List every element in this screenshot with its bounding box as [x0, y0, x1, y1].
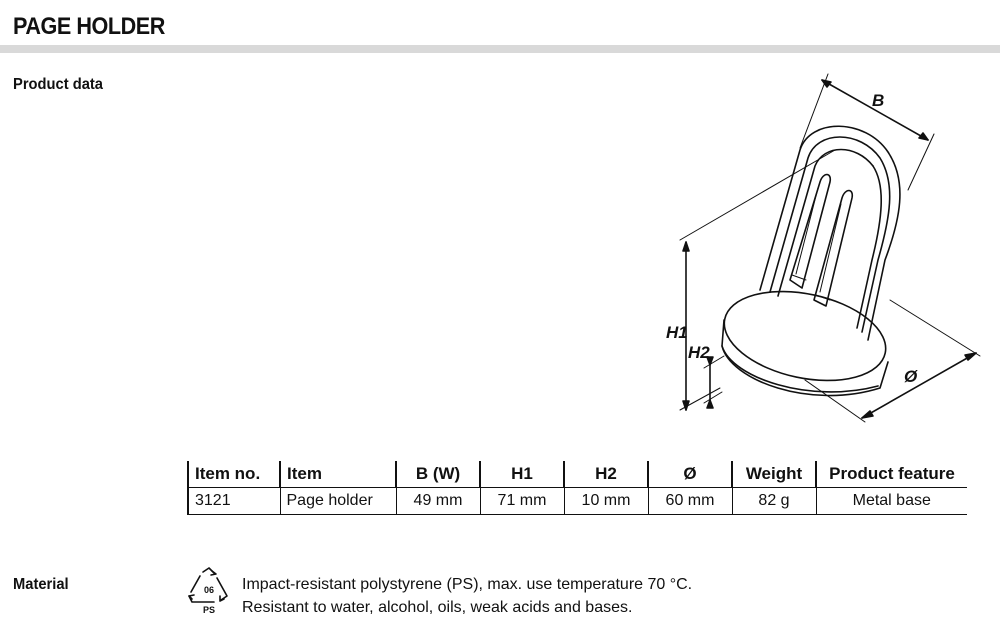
table-cell: Page holder — [279, 487, 396, 515]
h1-dimension — [679, 149, 836, 411]
table-row: 3121 Page holder 49 mm 71 mm 10 mm 60 mm… — [187, 487, 967, 515]
title-rule — [0, 45, 1000, 53]
base-disc — [721, 290, 889, 397]
recycling-code: 06 — [204, 585, 214, 595]
table-cell: 71 mm — [479, 487, 564, 515]
h2-label: H2 — [688, 343, 710, 362]
product-data-label: Product data — [13, 76, 103, 93]
page-title: PAGE HOLDER — [13, 13, 165, 40]
column-header: Product feature — [815, 461, 967, 488]
recycling-abbr: PS — [203, 605, 215, 615]
b-label: B — [872, 91, 884, 110]
material-line: Impact-resistant polystyrene (PS), max. … — [242, 576, 693, 593]
column-header: Item — [279, 461, 396, 488]
h1-label: H1 — [666, 323, 688, 342]
product-drawing: B H1 H2 Ø — [666, 73, 981, 423]
column-header: H2 — [563, 461, 648, 488]
table-cell: 60 mm — [647, 487, 732, 515]
column-header: Item no. — [187, 461, 280, 488]
diameter-dimension — [804, 299, 981, 423]
table-cell: 3121 — [187, 487, 280, 515]
table-cell: 10 mm — [563, 487, 648, 515]
recycling-icon: 06 PS — [188, 567, 228, 615]
product-table: Item no. Item B (W) H1 H2 Ø Weight Produ… — [187, 461, 967, 515]
table-cell: 82 g — [731, 487, 816, 515]
column-header: Ø — [647, 461, 732, 488]
upright — [759, 125, 901, 341]
column-header: Weight — [731, 461, 816, 488]
table-cell: Metal base — [815, 487, 967, 515]
material-label: Material — [13, 576, 69, 593]
material-description: Impact-resistant polystyrene (PS), max. … — [242, 573, 692, 619]
table-cell: 49 mm — [395, 487, 480, 515]
material-line: Resistant to water, alcohol, oils, weak … — [242, 599, 633, 616]
column-header: H1 — [479, 461, 564, 488]
table-header-row: Item no. Item B (W) H1 H2 Ø Weight Produ… — [187, 461, 967, 488]
column-header: B (W) — [395, 461, 480, 488]
diameter-label: Ø — [904, 367, 918, 386]
h2-dimension — [703, 355, 725, 409]
b-dimension — [799, 73, 935, 191]
